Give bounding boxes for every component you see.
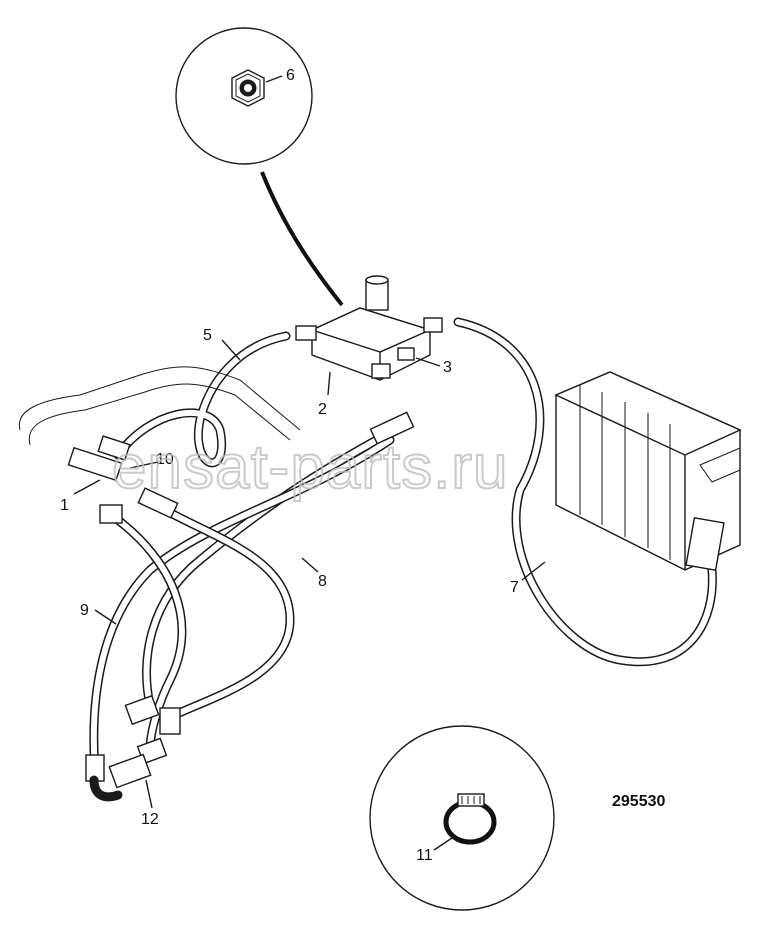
callout-2: 2	[318, 401, 327, 418]
detail-circle-nut	[175, 27, 344, 307]
callouts: 6 5 2 3 1 10 8 9 7 12 11	[60, 67, 519, 864]
callout-5: 5	[203, 327, 212, 344]
callout-7: 7	[510, 579, 519, 596]
leader-lines	[73, 75, 546, 851]
hose-clamp-icon	[443, 793, 497, 845]
callout-6: 6	[286, 67, 295, 84]
pipe-outline	[18, 366, 301, 431]
callout-11: 11	[416, 847, 433, 864]
valve-block	[295, 275, 443, 381]
callout-3: 3	[443, 359, 452, 376]
callout-12: 12	[141, 811, 159, 828]
callout-10: 10	[156, 451, 174, 468]
callout-9: 9	[80, 602, 89, 619]
callout-1: 1	[60, 497, 69, 514]
callout-8: 8	[318, 573, 327, 590]
fittings	[67, 411, 725, 802]
watermark: ensat-parts.ru	[112, 433, 509, 502]
detail-circle-clamp	[369, 725, 555, 911]
drawing-number: 295530	[612, 793, 665, 810]
nut-icon	[231, 69, 265, 107]
hoses	[89, 317, 717, 775]
